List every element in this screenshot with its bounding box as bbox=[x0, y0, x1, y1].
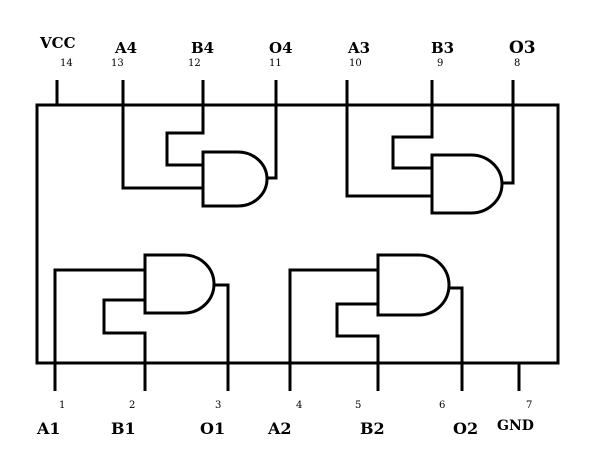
pin-14-signal-label: VCC bbox=[39, 34, 76, 52]
pin-2-number: 2 bbox=[129, 400, 135, 411]
gate-4-output-wire bbox=[267, 80, 278, 180]
pin-10-number: 10 bbox=[349, 58, 362, 69]
pin-12-number: 12 bbox=[188, 58, 201, 69]
top-pin-numbers: 14 13 12 11 10 9 8 bbox=[60, 58, 520, 69]
and-gate-3 bbox=[345, 80, 515, 215]
pin-5-signal-label: B2 bbox=[360, 419, 385, 438]
gate-4-body bbox=[201, 150, 269, 208]
pin-13-number: 13 bbox=[111, 58, 124, 69]
gate-2-output-wire bbox=[449, 286, 464, 391]
pin-7-number: 7 bbox=[526, 400, 532, 411]
pin-5-number: 5 bbox=[355, 400, 361, 411]
bottom-pin-stubs bbox=[53, 363, 521, 391]
pin-13-signal-label: A4 bbox=[114, 39, 137, 57]
pin-8-number: 8 bbox=[514, 58, 520, 69]
pin-9-signal-label: B3 bbox=[431, 39, 454, 57]
gate-4-input-b-wire bbox=[165, 80, 205, 167]
and-gate-1 bbox=[53, 253, 230, 391]
gate-1-output-wire bbox=[214, 283, 230, 391]
chip-body bbox=[35, 103, 560, 365]
gate-2-input-a-wire bbox=[288, 268, 378, 391]
and-gate-4 bbox=[121, 80, 278, 208]
pin-14-number: 14 bbox=[60, 58, 73, 69]
gate-2-body bbox=[376, 253, 451, 317]
pin-1-signal-label: A1 bbox=[36, 419, 61, 438]
top-signal-labels: VCC A4 B4 O4 A3 B3 O3 bbox=[39, 34, 536, 58]
gate-2-input-b-wire bbox=[335, 302, 380, 391]
pin-7-signal-label: GND bbox=[497, 418, 534, 434]
pin-11-number: 11 bbox=[269, 58, 282, 69]
gate-3-input-b-wire bbox=[391, 80, 434, 170]
pin-8-signal-label: O3 bbox=[509, 38, 536, 58]
pin-1-number: 1 bbox=[59, 400, 65, 411]
pin-3-signal-label: O1 bbox=[200, 419, 225, 438]
pin-12-signal-label: B4 bbox=[191, 39, 214, 57]
gate-3-input-a-wire bbox=[345, 80, 432, 198]
top-pin-stubs bbox=[55, 80, 515, 105]
pin-6-number: 6 bbox=[439, 400, 445, 411]
pin-3-number: 3 bbox=[215, 400, 221, 411]
gate-1-body bbox=[143, 253, 216, 315]
bottom-pin-numbers: 1 2 3 4 5 6 7 bbox=[59, 400, 532, 411]
gate-1-input-a-wire bbox=[53, 268, 145, 391]
pin-10-signal-label: A3 bbox=[347, 39, 370, 57]
gate-3-body bbox=[430, 153, 504, 215]
and-gate-2 bbox=[288, 253, 464, 391]
gate-1-input-b-wire bbox=[102, 298, 147, 391]
gate-3-output-wire bbox=[502, 105, 515, 185]
pin-11-signal-label: O4 bbox=[269, 39, 293, 57]
pin-9-number: 9 bbox=[437, 58, 443, 69]
bottom-signal-labels: A1 B1 O1 A2 B2 O2 GND bbox=[36, 418, 534, 438]
pin-6-signal-label: O2 bbox=[453, 419, 478, 438]
pin-4-number: 4 bbox=[296, 400, 302, 411]
pin-4-signal-label: A2 bbox=[267, 419, 292, 438]
pin-2-signal-label: B1 bbox=[111, 419, 136, 438]
gate-4-input-a-wire bbox=[121, 80, 203, 190]
